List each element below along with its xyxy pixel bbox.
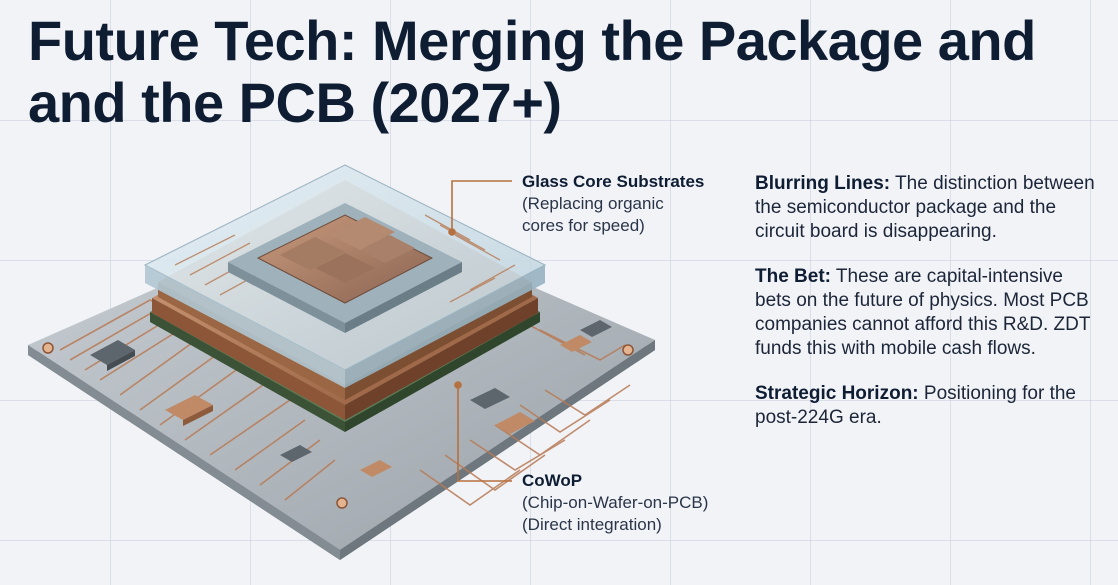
callout-glass-core-desc-2: cores for speed) (522, 216, 645, 235)
point-strategic-horizon-label: Strategic Horizon: (755, 383, 919, 404)
callout-leaders (448, 180, 512, 482)
page-title-line-1: Future Tech: Merging the Package and (28, 9, 1036, 72)
point-blurring-lines: Blurring Lines: The distinction between … (755, 172, 1095, 244)
chip-package-illustration (28, 164, 655, 560)
point-blurring-lines-label: Blurring Lines: (755, 173, 891, 194)
pcb-components (90, 320, 612, 477)
page-title-line-2: and the PCB (2027+) (28, 71, 562, 134)
key-points: Blurring Lines: The distinction between … (755, 172, 1095, 451)
callout-cowop: CoWoP (Chip-on-Wafer-on-PCB) (Direct int… (522, 470, 752, 536)
callout-cowop-desc-1: (Chip-on-Wafer-on-PCB) (522, 493, 709, 512)
point-the-bet-text: These are capital-intensive bets on the … (755, 266, 1091, 359)
point-strategic-horizon: Strategic Horizon: Positioning for the p… (755, 382, 1095, 430)
page-title: Future Tech: Merging the Package and and… (28, 10, 1108, 134)
chip-die (228, 203, 462, 333)
callout-glass-core-title: Glass Core Substrates (522, 172, 705, 191)
point-the-bet: The Bet: These are capital-intensive bet… (755, 265, 1095, 361)
callout-cowop-title: CoWoP (522, 471, 583, 490)
point-the-bet-label: The Bet: (755, 266, 831, 287)
point-blurring-lines-text: The distinction between the semiconducto… (755, 173, 1095, 242)
callout-cowop-desc-2: (Direct integration) (522, 515, 662, 534)
point-strategic-horizon-text: Positioning for the post-224G era. (755, 383, 1076, 428)
callout-glass-core-desc-1: (Replacing organic (522, 194, 664, 213)
callout-glass-core: Glass Core Substrates (Replacing organic… (522, 171, 742, 237)
